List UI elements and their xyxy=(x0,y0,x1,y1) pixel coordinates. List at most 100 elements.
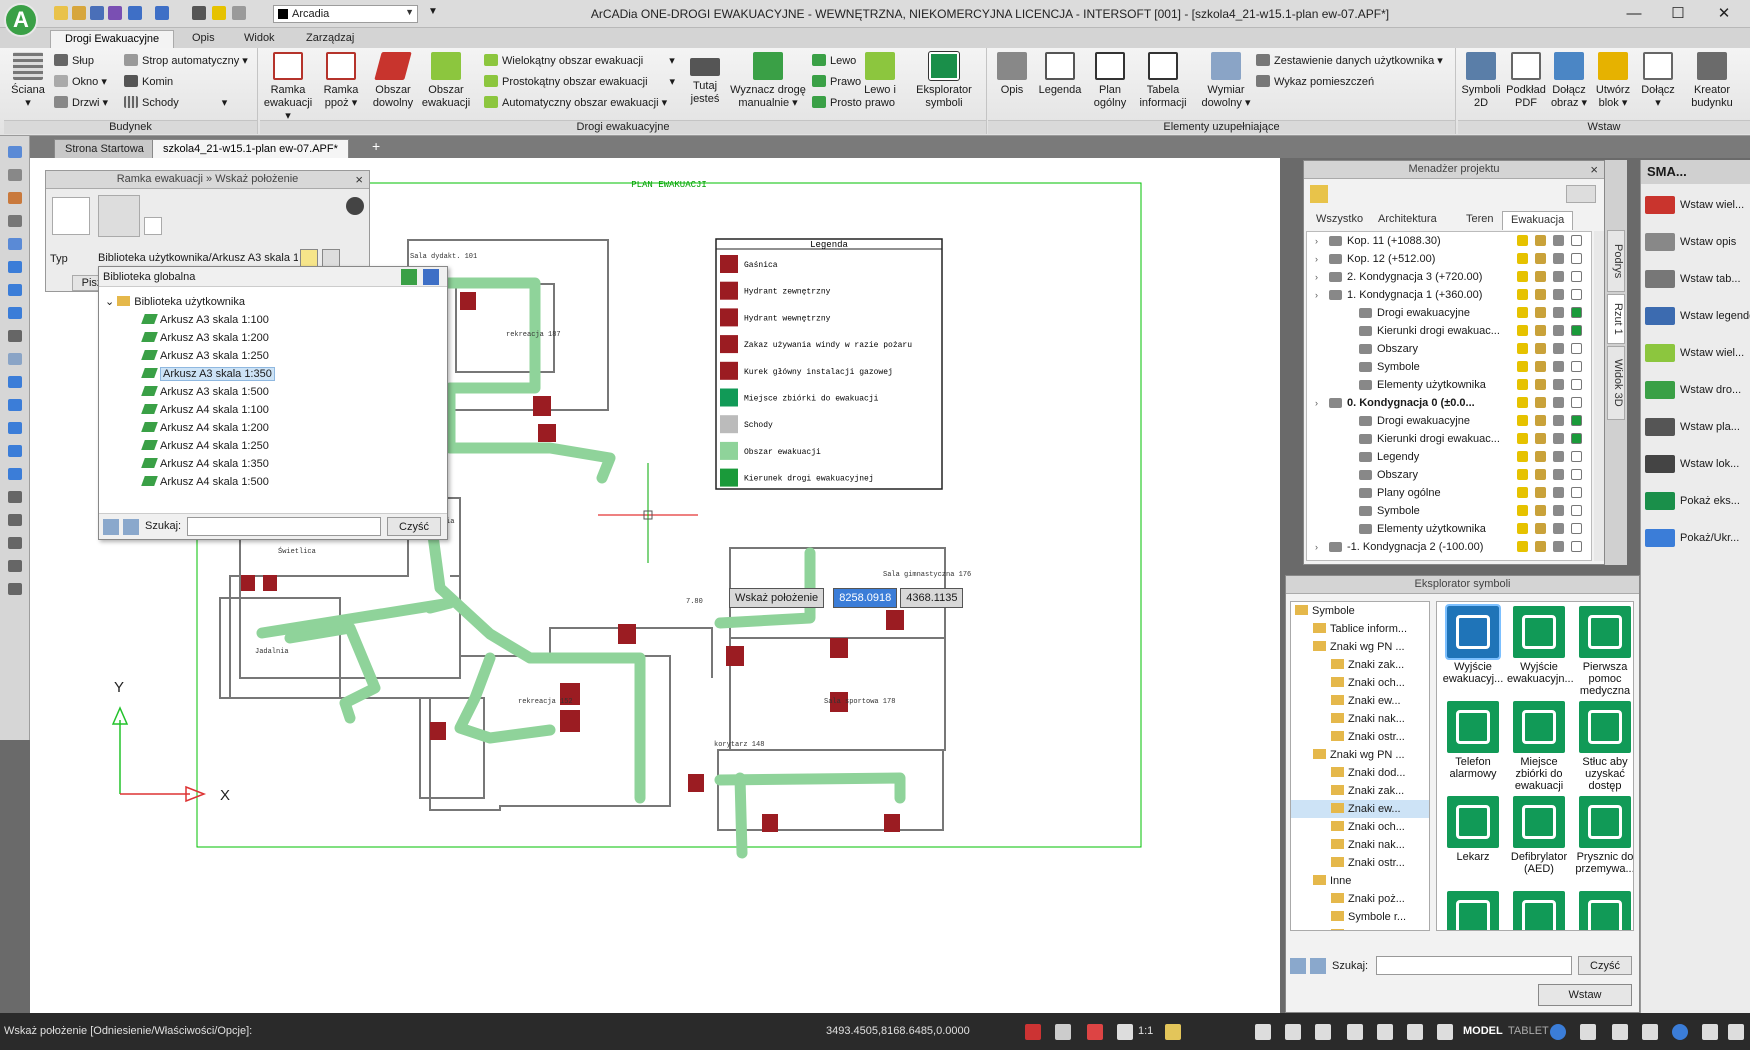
zoom-window-icon[interactable] xyxy=(8,238,22,250)
legend-button[interactable]: Legenda xyxy=(1036,52,1084,97)
library-item[interactable]: Arkusz A3 skala 1:200 xyxy=(141,329,275,347)
symbol-tile[interactable] xyxy=(1573,889,1633,930)
layer-flag-icon[interactable] xyxy=(1535,415,1546,426)
symbol-category[interactable]: Tablice inform... xyxy=(1291,620,1429,638)
close-icon[interactable]: × xyxy=(355,172,363,187)
symbol-tile[interactable]: Wyjście ewakuacyjn... xyxy=(1507,604,1574,697)
line-icon[interactable] xyxy=(8,376,22,388)
layer-flag-icon[interactable] xyxy=(1517,415,1528,426)
color-swatch[interactable] xyxy=(1571,235,1582,246)
layer-flag-icon[interactable] xyxy=(1535,451,1546,462)
insert-button[interactable]: Wstaw xyxy=(1538,984,1632,1006)
stairs-button[interactable]: Schody ▾ xyxy=(124,96,227,112)
library-item[interactable]: Arkusz A4 skala 1:200 xyxy=(141,419,275,437)
sun-icon[interactable] xyxy=(212,6,226,20)
info-icon[interactable] xyxy=(1672,1024,1688,1040)
windows-icon[interactable] xyxy=(1642,1024,1658,1040)
library-item[interactable]: Arkusz A3 skala 1:250 xyxy=(141,347,275,365)
straight-button[interactable]: Prosto xyxy=(812,96,862,112)
layer-flag-icon[interactable] xyxy=(1517,379,1528,390)
left-button[interactable]: Lewo xyxy=(812,54,856,70)
lightbulb-icon[interactable] xyxy=(300,249,318,267)
properties-icon[interactable] xyxy=(8,169,22,181)
symbol-tile[interactable]: Pierwsza pomoc medyczna xyxy=(1573,604,1633,697)
maximize-button[interactable]: ☐ xyxy=(1671,5,1685,22)
project-tree-row[interactable]: Drogi ewakuacyjne xyxy=(1307,304,1591,322)
symbol-category[interactable]: Znaki och... xyxy=(1291,674,1429,692)
circle-icon[interactable] xyxy=(1347,1024,1363,1040)
symbol-category[interactable]: Inne xyxy=(1291,872,1429,890)
coord-y-input[interactable]: 4368.1135 xyxy=(900,588,964,608)
clear-button[interactable]: Czyść xyxy=(1578,956,1632,975)
frame-evac-button[interactable]: Ramka ewakuacji ▾ xyxy=(262,52,314,123)
layer-flag-icon[interactable] xyxy=(1553,235,1564,246)
library-item[interactable]: Arkusz A3 skala 1:100 xyxy=(141,311,275,329)
project-tree-row[interactable]: Drogi ewakuacyjne xyxy=(1307,412,1591,430)
layer-flag-icon[interactable] xyxy=(1553,505,1564,516)
layer-flag-icon[interactable] xyxy=(1535,307,1546,318)
layer-flag-icon[interactable] xyxy=(1517,289,1528,300)
layer-flag-icon[interactable] xyxy=(1517,307,1528,318)
tab-podrys[interactable]: Podrys xyxy=(1607,230,1625,292)
layer-flag-icon[interactable] xyxy=(1553,325,1564,336)
undo-icon[interactable] xyxy=(128,6,142,20)
tab-widok-3d[interactable]: Widok 3D xyxy=(1607,346,1625,420)
project-tree-row[interactable]: Elementy użytkownika xyxy=(1307,520,1591,538)
workspace-icon[interactable] xyxy=(1580,1024,1596,1040)
dimension-icon[interactable] xyxy=(8,583,22,595)
symbol-tile[interactable] xyxy=(1441,889,1505,930)
description-button[interactable]: Opis xyxy=(992,52,1032,97)
color-swatch[interactable] xyxy=(1571,289,1582,300)
command-prompt[interactable]: Wskaż położenie [Odniesienie/Właściwości… xyxy=(4,1025,253,1037)
layer-flag-icon[interactable] xyxy=(1553,451,1564,462)
sma-item[interactable]: Pokaż eks... xyxy=(1645,490,1740,512)
layer-flag-icon[interactable] xyxy=(1553,361,1564,372)
open-file-icon[interactable] xyxy=(72,6,86,20)
project-tree-row[interactable]: Obszary xyxy=(1307,466,1591,484)
symbol-category[interactable]: Znaki ostr... xyxy=(1291,854,1429,872)
layer-flag-icon[interactable] xyxy=(1535,235,1546,246)
symbol-category[interactable]: Znaki nak... xyxy=(1291,710,1429,728)
project-tree-row[interactable]: Elementy użytkownika xyxy=(1307,376,1591,394)
tab-widok[interactable]: Widok xyxy=(244,32,275,44)
orbit-icon[interactable] xyxy=(8,261,22,273)
polar-icon[interactable] xyxy=(1285,1024,1301,1040)
free-area-button[interactable]: Obszar dowolny xyxy=(368,52,418,110)
layer-flag-icon[interactable] xyxy=(1535,253,1546,264)
close-button[interactable]: ✕ xyxy=(1717,5,1731,22)
polyline-icon[interactable] xyxy=(8,399,22,411)
wall-button[interactable]: Ściana▾ xyxy=(8,52,48,110)
rect-area-button[interactable]: Prostokątny obszar ewakuacji▾ xyxy=(484,75,675,91)
sma-item[interactable]: Wstaw legendę xyxy=(1645,305,1750,327)
right-button[interactable]: Prawo xyxy=(812,75,861,91)
move-icon[interactable] xyxy=(8,491,22,503)
redo-icon[interactable] xyxy=(155,6,169,20)
layer-flag-icon[interactable] xyxy=(1517,253,1528,264)
project-tree-row[interactable]: Plany ogólne xyxy=(1307,484,1591,502)
ucs-icon[interactable] xyxy=(1117,1024,1133,1040)
layer-flag-icon[interactable] xyxy=(1553,271,1564,282)
project-tree-row[interactable]: Kierunki drogi ewakuac... xyxy=(1307,322,1591,340)
symbol-tile[interactable]: Prysznic do przemywa... xyxy=(1573,794,1633,887)
sort-up-icon[interactable] xyxy=(103,519,119,535)
info-table-button[interactable]: Tabela informacji xyxy=(1136,52,1190,110)
project-tree-row[interactable]: ›0. Kondygnacja 0 (±0.0... xyxy=(1307,394,1591,412)
tab-document[interactable]: szkola4_21-w15.1-plan ew-07.APF* xyxy=(152,139,349,158)
building-wizard-button[interactable]: Kreator budynku xyxy=(1684,52,1740,110)
sma-item[interactable]: Wstaw tab... xyxy=(1645,268,1741,290)
help-icon[interactable] xyxy=(1055,1024,1071,1040)
chevron-right-icon[interactable]: › xyxy=(1315,236,1318,246)
pm-tab[interactable]: Ewakuacja xyxy=(1502,211,1574,230)
symbol-tile[interactable]: Wyjście ewakuacyj... xyxy=(1441,604,1505,697)
layer-flag-icon[interactable] xyxy=(1535,397,1546,408)
general-plan-button[interactable]: Plan ogólny xyxy=(1088,52,1132,110)
add-icon[interactable] xyxy=(401,269,417,285)
pan-icon[interactable] xyxy=(8,330,22,342)
symbol-category[interactable]: Znaki ostr... xyxy=(1291,728,1429,746)
pdf-underlay-button[interactable]: Podkład PDF xyxy=(1504,52,1548,110)
library-item[interactable]: Arkusz A4 skala 1:100 xyxy=(141,401,275,419)
chevron-right-icon[interactable]: › xyxy=(1315,272,1318,282)
pick-point-icon[interactable] xyxy=(144,217,162,235)
layer-flag-icon[interactable] xyxy=(1535,343,1546,354)
symbol-category[interactable]: Znaki wg PN ... xyxy=(1291,638,1429,656)
